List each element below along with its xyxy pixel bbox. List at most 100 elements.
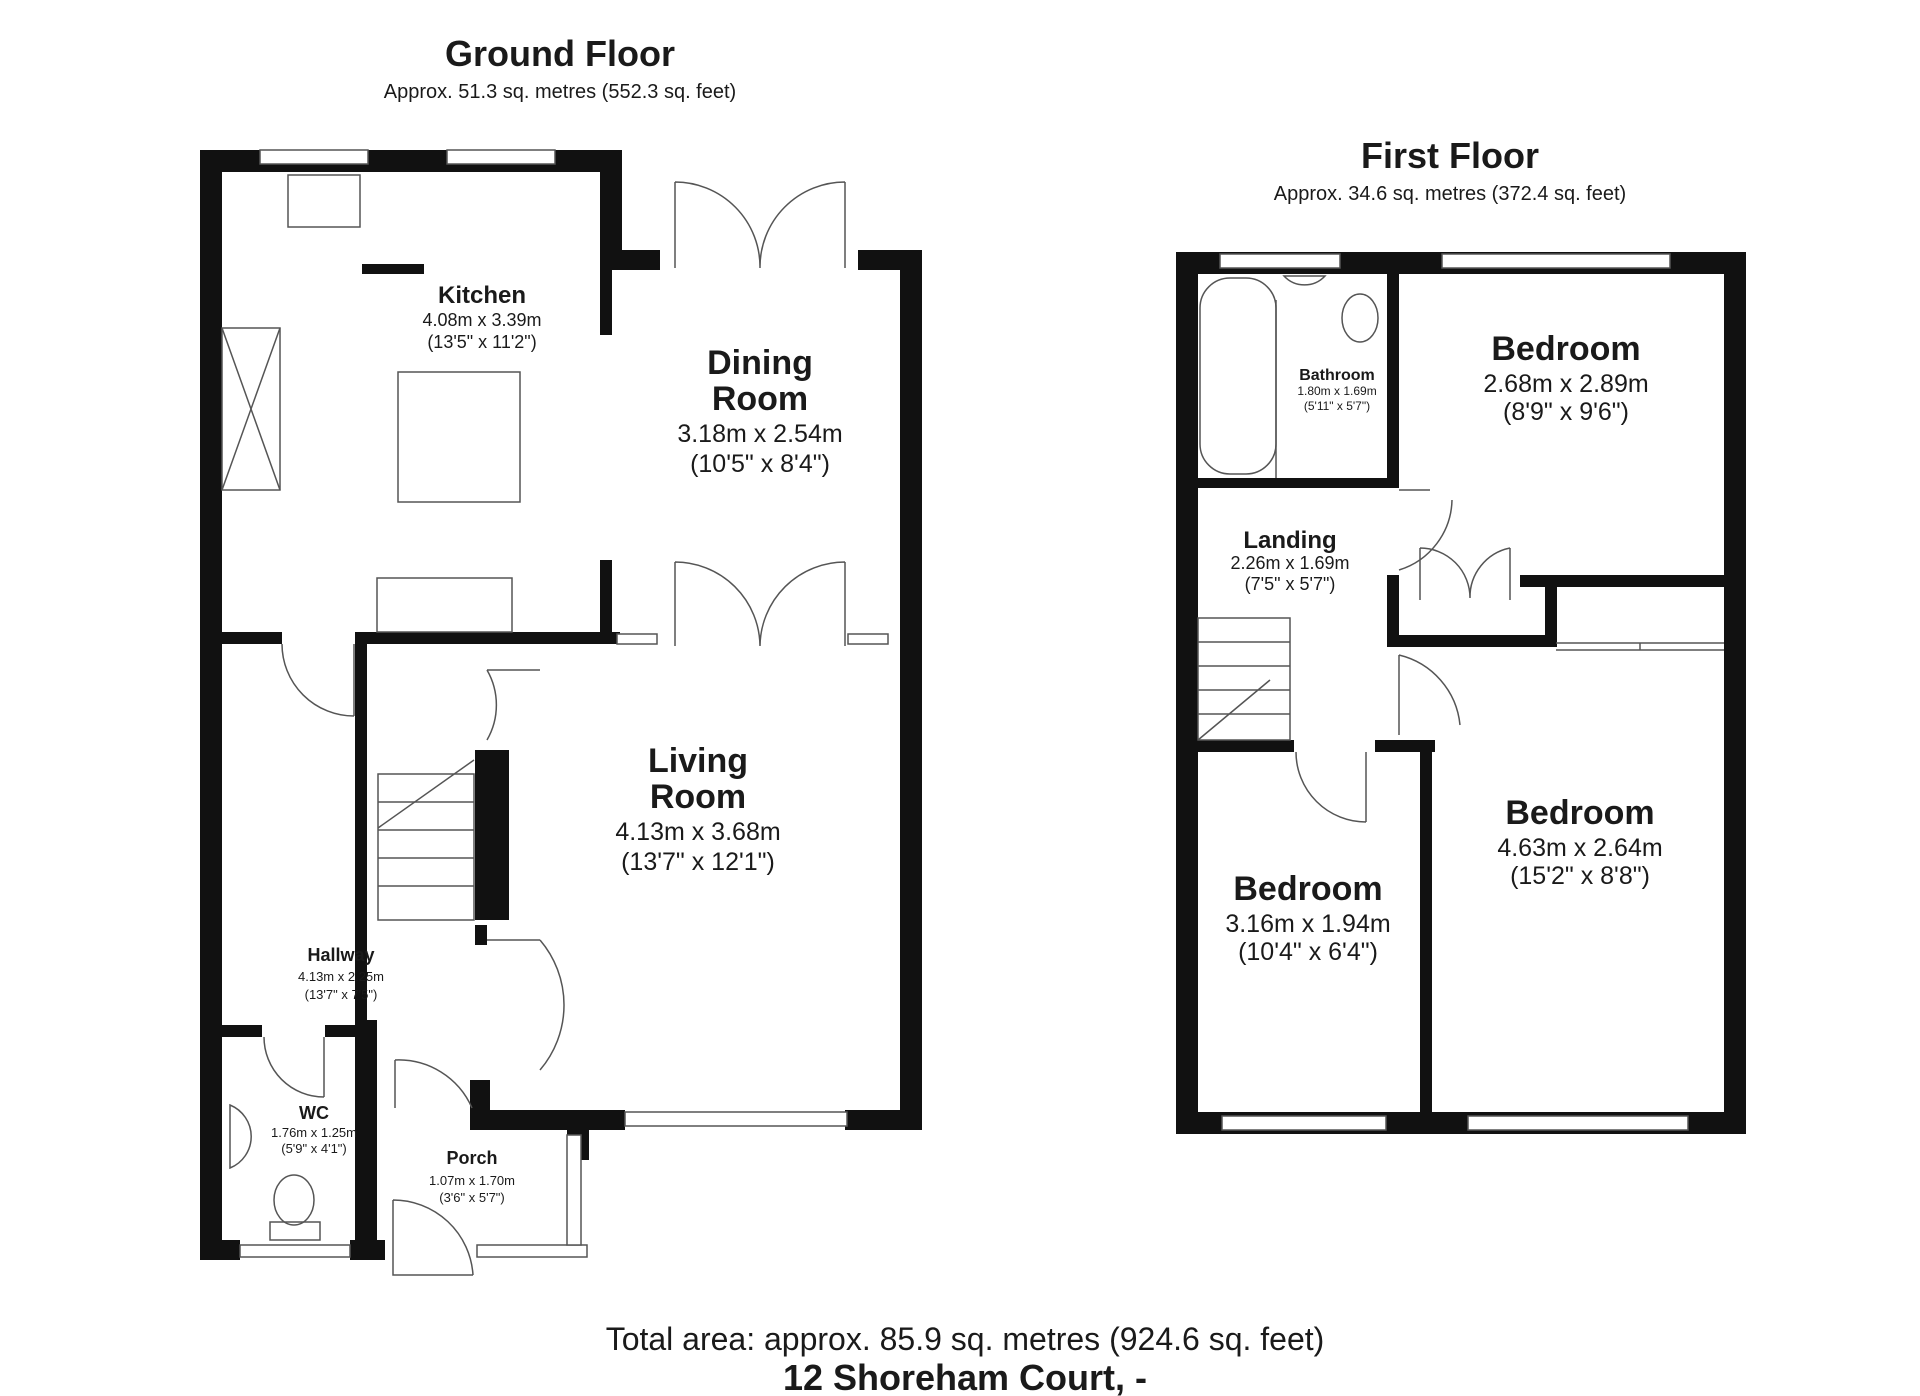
bedroom2-window xyxy=(1467,1115,1689,1131)
bedroom1-window xyxy=(1441,253,1671,269)
kitchen-unit-icon xyxy=(376,577,513,633)
living-window xyxy=(624,1111,848,1127)
kitchen-door-icon xyxy=(281,643,355,717)
bathroom-toilet-icon xyxy=(1341,293,1379,343)
stair-spine xyxy=(475,750,509,920)
wc-south-wall-left xyxy=(200,1240,240,1260)
kitchen-window-1 xyxy=(259,149,369,165)
kitchen-window-2 xyxy=(446,149,556,165)
ground-floor-plan xyxy=(200,149,922,1276)
bedroom2-label: Bedroom xyxy=(1505,794,1654,832)
living-imperial: (13'7" x 12'1") xyxy=(621,848,775,876)
first-floor-title: First Floor xyxy=(1361,135,1539,176)
living-north-wall xyxy=(355,632,620,644)
bedroom2-door-icon xyxy=(1398,654,1461,735)
bedroom3-metric: 3.16m x 1.94m xyxy=(1225,910,1390,938)
wc-imperial: (5'9" x 4'1") xyxy=(281,1141,347,1156)
kitchen-hall-wall-left xyxy=(222,632,282,644)
dining-vent-1 xyxy=(616,633,658,645)
living-south-stub xyxy=(470,1080,490,1130)
bed3-bed2-wall xyxy=(1420,740,1432,1120)
bedroom3-door-icon xyxy=(1295,751,1367,823)
bath-bed1-wall xyxy=(1387,272,1399,488)
hall-porch-door-icon xyxy=(394,1059,473,1109)
first-west-wall xyxy=(1176,252,1198,1134)
porch-imperial: (3'6" x 5'7") xyxy=(439,1190,505,1205)
bedroom2-imperial: (15'2" x 8'8") xyxy=(1510,862,1650,890)
kitchen-label: Kitchen xyxy=(438,282,526,309)
fridge-cross-2 xyxy=(221,327,281,491)
bed3-north-wall xyxy=(1198,740,1294,752)
hall-stair-wall xyxy=(355,632,367,1032)
living-door-icon xyxy=(487,939,565,1071)
bedroom3-imperial: (10'4" x 6'4") xyxy=(1238,938,1378,966)
bed1-south-wall xyxy=(1520,575,1726,587)
bathroom-window xyxy=(1219,253,1341,269)
landing-staircase-icon xyxy=(1197,617,1291,741)
wc-label: WC xyxy=(299,1103,329,1123)
dining-label-line2: Room xyxy=(712,380,808,418)
porch-metric: 1.07m x 1.70m xyxy=(429,1173,515,1188)
hallway-label: Hallway xyxy=(307,945,374,965)
bedroom3-window xyxy=(1221,1115,1387,1131)
ground-floor-area: Approx. 51.3 sq. metres (552.3 sq. feet) xyxy=(384,81,736,103)
bedroom3-label: Bedroom xyxy=(1233,870,1382,908)
bathroom-metric: 1.80m x 1.69m xyxy=(1297,384,1376,398)
first-floor-plan xyxy=(1176,252,1746,1134)
wc-north-wall-right xyxy=(325,1025,377,1037)
wc-north-wall-left xyxy=(222,1025,262,1037)
bathroom-label: Bathroom xyxy=(1299,367,1375,384)
sliding-wardrobe-icon xyxy=(1556,642,1724,651)
cupboard-east-wall xyxy=(1545,575,1557,645)
wc-window xyxy=(239,1244,351,1258)
bedroom1-label: Bedroom xyxy=(1491,330,1640,368)
bathroom-door-icon xyxy=(1398,489,1453,571)
bathroom-basin-icon xyxy=(1282,275,1327,286)
porch-side-window xyxy=(566,1134,582,1246)
bath-landing-wall xyxy=(1198,478,1399,488)
porch-window xyxy=(476,1244,588,1258)
kitchen-metric: 4.08m x 3.39m xyxy=(422,310,541,330)
bath-tub-icon xyxy=(1199,277,1277,475)
bedroom1-imperial: (8'9" x 9'6") xyxy=(1503,398,1629,426)
ground-west-wall xyxy=(200,150,222,1260)
hallway-imperial: (13'7" x 7'5") xyxy=(305,987,378,1002)
cupboard-south-wall xyxy=(1387,635,1557,647)
property-address: 12 Shoreham Court, - xyxy=(783,1357,1147,1396)
living-south-wall-right xyxy=(845,1110,922,1130)
dining-living-wall-left xyxy=(600,560,612,644)
kitchen-island-icon xyxy=(397,371,521,503)
kitchen-sink-icon xyxy=(287,174,361,228)
porch-label: Porch xyxy=(446,1148,497,1168)
understairs-door-icon xyxy=(486,669,540,741)
first-east-wall xyxy=(1724,252,1746,1134)
wc-toilet-icon xyxy=(273,1174,315,1226)
total-area: Total area: approx. 85.9 sq. metres (924… xyxy=(606,1321,1325,1357)
living-label-line1: Living xyxy=(648,742,748,780)
bedroom2-metric: 4.63m x 2.64m xyxy=(1497,834,1662,862)
living-south-wall-left xyxy=(470,1110,625,1130)
cooker-hood-icon xyxy=(362,264,424,274)
stair-spine-foot xyxy=(475,925,487,945)
hallway-metric: 4.13m x 2.25m xyxy=(298,969,384,984)
living-label-line2: Room xyxy=(650,778,746,816)
kitchen-imperial: (13'5" x 11'2") xyxy=(427,332,536,352)
landing-label: Landing xyxy=(1243,527,1336,554)
dining-vent-2 xyxy=(847,633,889,645)
living-metric: 4.13m x 3.68m xyxy=(615,818,780,846)
wc-cistern-icon xyxy=(269,1221,321,1241)
dining-north-wall-left xyxy=(600,250,660,270)
cupboard-doors-icon xyxy=(1419,547,1511,600)
kitchen-dining-wall xyxy=(600,170,612,335)
landing-imperial: (7'5" x 5'7") xyxy=(1245,574,1336,594)
fridge-freezer-icon xyxy=(221,327,281,491)
wc-basin-icon xyxy=(229,1103,252,1170)
dining-patio-doors-icon xyxy=(674,181,846,269)
ground-east-wall xyxy=(900,250,922,1130)
wc-door-icon xyxy=(263,1036,325,1098)
wc-porch-wall xyxy=(355,1020,377,1260)
front-door-icon xyxy=(392,1199,474,1276)
wc-metric: 1.76m x 1.25m xyxy=(271,1125,357,1140)
landing-metric: 2.26m x 1.69m xyxy=(1230,553,1349,573)
